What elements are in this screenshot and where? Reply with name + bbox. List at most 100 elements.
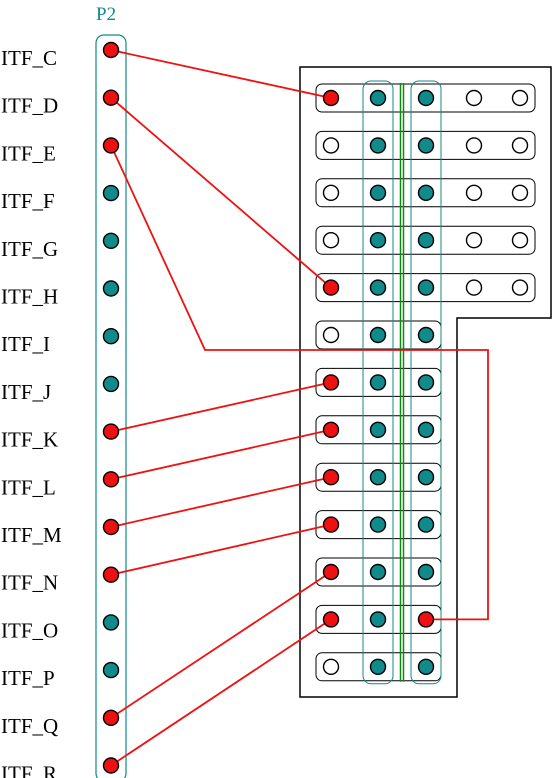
pin-label: ITF_P: [1, 666, 55, 690]
wire: [110, 49, 332, 99]
board-hole: [511, 184, 529, 202]
board-hole: [417, 421, 435, 438]
wire: [110, 428, 332, 481]
board-hole: [417, 658, 435, 675]
board-hole: [322, 469, 340, 486]
board-hole: [369, 279, 387, 296]
pin-label: ITF_N: [1, 571, 58, 595]
board-hole: [369, 658, 387, 675]
board-hole: [322, 231, 340, 249]
board-hole: [511, 231, 529, 249]
board-hole: [511, 137, 529, 154]
board-hole: [417, 326, 435, 344]
board-hole: [369, 469, 387, 486]
pin-label: ITF_E: [1, 141, 56, 165]
board: [299, 66, 552, 698]
pin-label-group: ITF_CITF_DITF_EITF_FITF_GITF_HITF_IITF_J…: [1, 46, 62, 778]
pin-label: ITF_I: [1, 332, 50, 356]
connector-pin: [102, 423, 120, 440]
board-hole: [369, 516, 387, 533]
pin-label: ITF_H: [1, 285, 58, 309]
rail-group: [362, 80, 442, 685]
pin-label: ITF_D: [1, 94, 58, 118]
board-hole: [322, 184, 340, 202]
connector-pin: [102, 184, 120, 202]
strip-row: [315, 225, 536, 255]
dot-group: [102, 41, 529, 774]
connector-pin: [102, 280, 120, 297]
board-hole: [322, 611, 340, 628]
connector-pin: [102, 709, 120, 726]
board-hole: [465, 279, 483, 296]
board-hole: [369, 611, 387, 628]
wire: [110, 476, 332, 528]
connector-outline: [95, 34, 127, 778]
board-hole: [369, 89, 387, 107]
board-hole: [369, 184, 387, 202]
board-outline: [299, 66, 552, 698]
board-hole: [417, 231, 435, 249]
board-hole: [465, 89, 483, 107]
board-hole: [369, 326, 387, 344]
pin-label: ITF_G: [1, 237, 58, 261]
board-hole: [322, 374, 340, 391]
wire: [110, 381, 332, 433]
board-hole: [417, 374, 435, 391]
pin-label: ITF_F: [1, 189, 55, 213]
connector-pin: [102, 614, 120, 631]
wire: [110, 618, 332, 767]
board-hole: [417, 184, 435, 202]
board-hole: [417, 469, 435, 486]
board-hole: [322, 563, 340, 581]
pin-label: ITF_M: [1, 523, 62, 547]
board-hole: [322, 421, 340, 438]
board-hole: [417, 279, 435, 296]
board-hole: [322, 137, 340, 154]
board-hole: [369, 374, 387, 391]
bus-column-outline: [410, 80, 442, 685]
strip-row: [315, 83, 536, 113]
bus-column-outline: [362, 80, 394, 685]
pin-label: ITF_R: [1, 762, 57, 778]
wire: [110, 97, 332, 289]
pin-label: ITF_C: [1, 46, 57, 70]
board-hole: [322, 658, 340, 675]
connector-pin: [102, 137, 120, 154]
connector-pin: [102, 471, 120, 488]
board-hole: [369, 137, 387, 154]
connector-pin: [102, 757, 120, 774]
connector-pin: [102, 375, 120, 393]
connector-pin: [102, 41, 120, 59]
board-hole: [511, 279, 529, 296]
pin-label: ITF_Q: [1, 714, 58, 738]
wire: [110, 523, 332, 576]
board-hole: [465, 137, 483, 154]
connector-pin: [102, 232, 120, 250]
connector-pin: [102, 661, 120, 679]
pin-label: ITF_O: [1, 618, 58, 642]
connector-title: P2: [96, 4, 116, 25]
wire: [110, 571, 332, 719]
board-hole: [322, 326, 340, 344]
board-hole: [417, 611, 435, 628]
board-hole: [465, 184, 483, 202]
board-hole: [511, 89, 529, 107]
connector-pin: [102, 566, 120, 583]
pin-label: ITF_L: [1, 475, 56, 499]
board-hole: [322, 516, 340, 533]
wire: [110, 145, 489, 621]
board-hole: [369, 421, 387, 438]
pin-label: ITF_K: [1, 428, 58, 452]
board-hole: [322, 89, 340, 107]
board-hole: [322, 279, 340, 296]
connector-pin: [102, 518, 120, 536]
strip-row: [315, 273, 536, 303]
connector-pin: [102, 89, 120, 106]
board-hole: [417, 516, 435, 533]
board-hole: [417, 137, 435, 154]
wire-group: [110, 49, 489, 767]
strip-row: [315, 178, 536, 208]
board-hole: [369, 563, 387, 581]
board-hole: [417, 89, 435, 107]
